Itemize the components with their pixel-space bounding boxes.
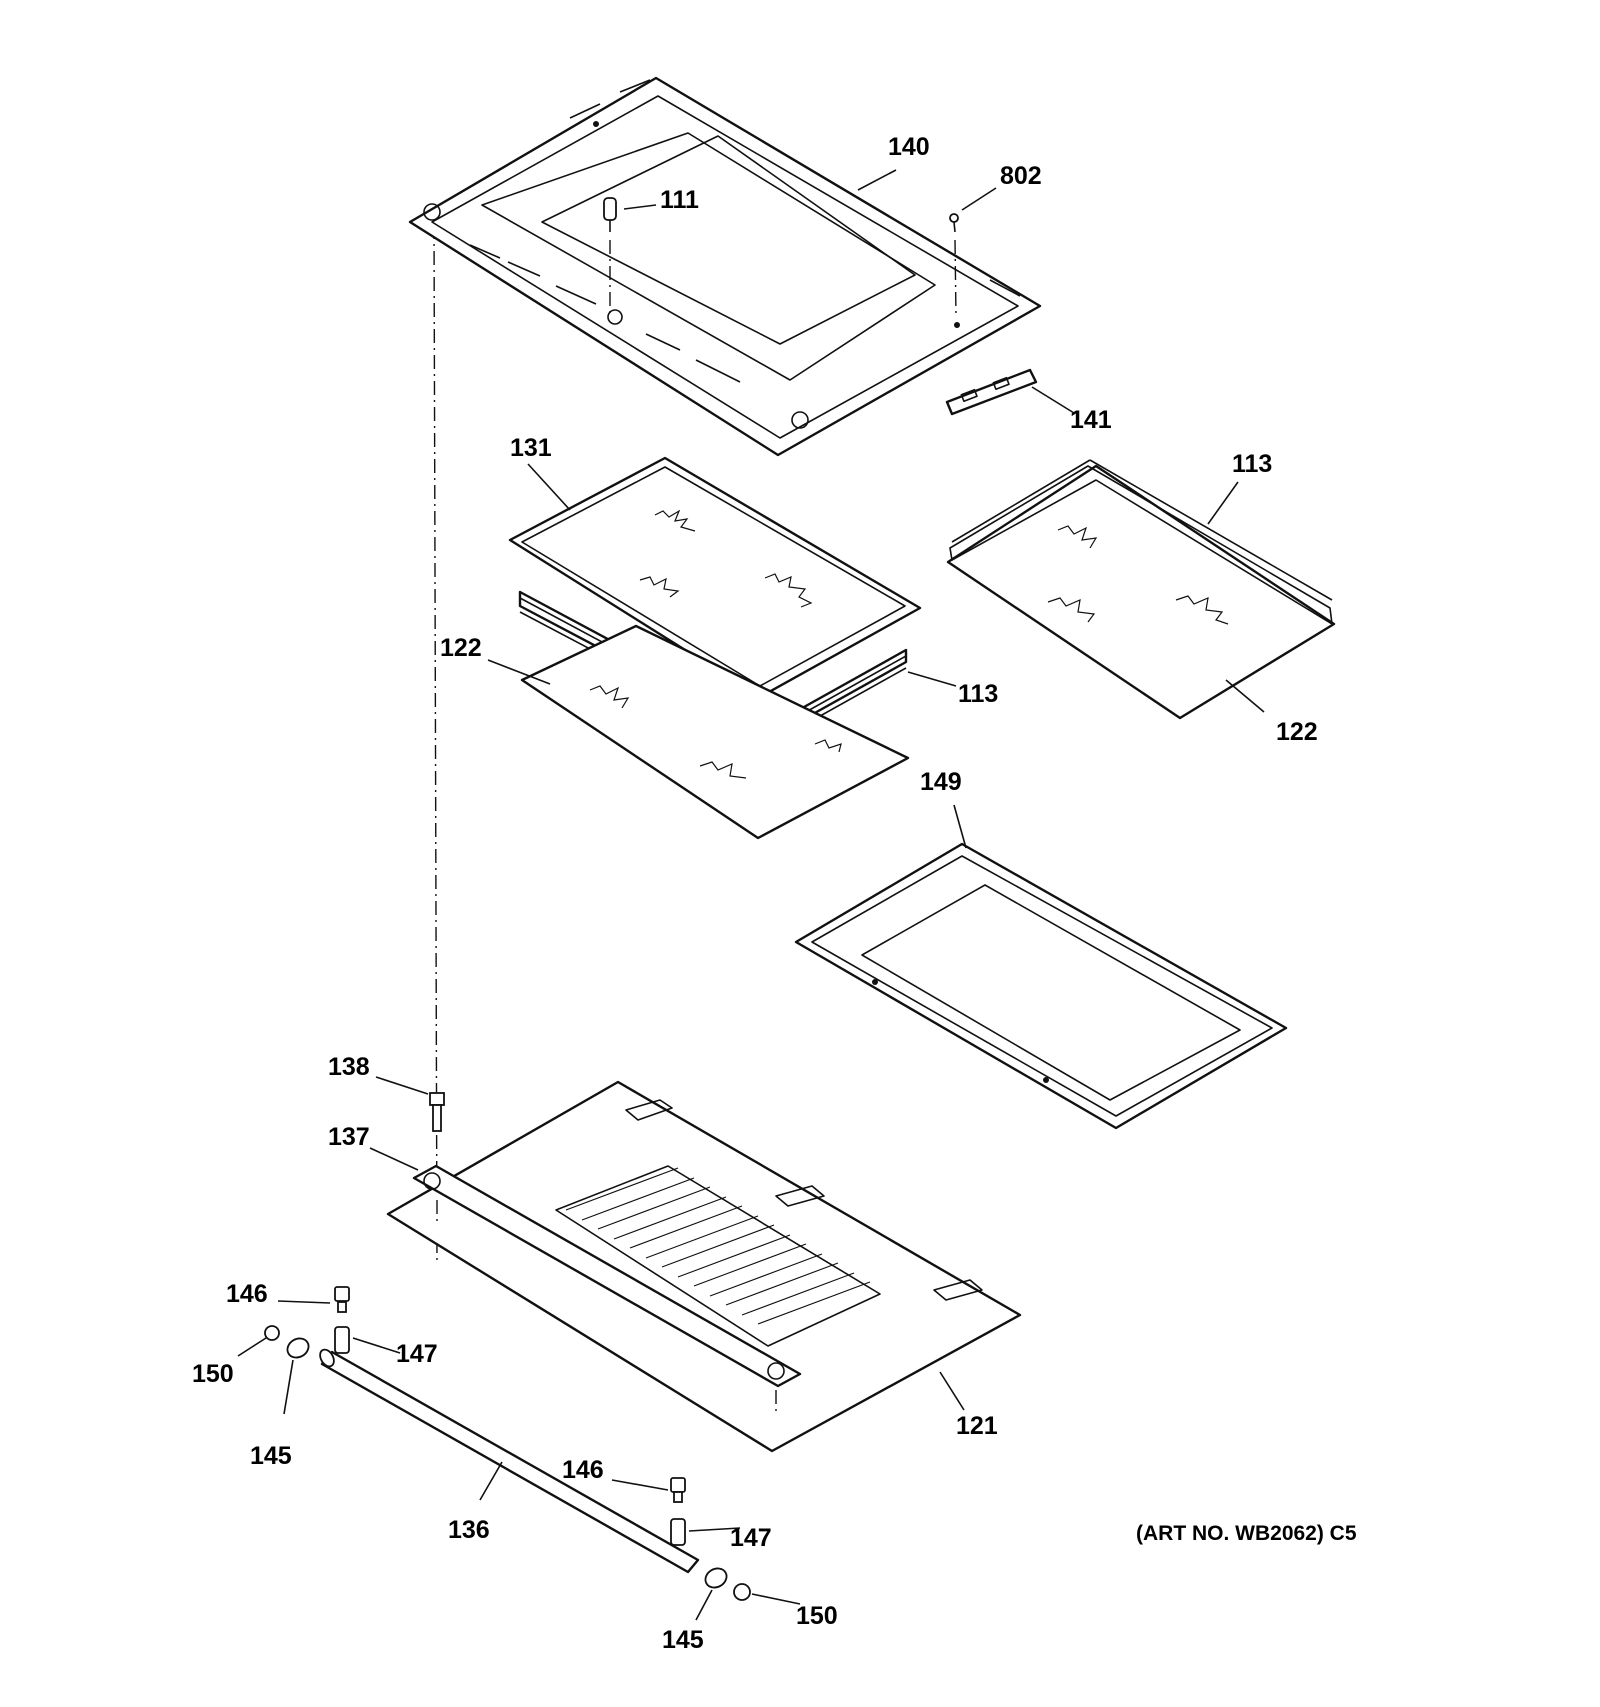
callout-136: 136 <box>448 1516 490 1544</box>
callout-131: 131 <box>510 434 552 462</box>
part-136-rod <box>319 1348 700 1574</box>
callout-113-right: 113 <box>1232 450 1272 478</box>
callout-labels: 140 802 111 141 131 113 113 122 122 149 … <box>192 133 1318 1654</box>
callout-140: 140 <box>888 133 930 161</box>
leader-lines <box>237 169 1265 1621</box>
callout-122-left: 122 <box>440 634 482 662</box>
part-137-trim-strip <box>412 1164 802 1416</box>
callout-138: 138 <box>328 1053 370 1081</box>
callout-147-left: 147 <box>396 1340 438 1368</box>
part-802-screw <box>949 213 959 319</box>
callout-122-right: 122 <box>1276 718 1318 746</box>
alignment-line <box>433 224 438 1266</box>
part-140-top-panel <box>408 76 1042 457</box>
callout-150-right: 150 <box>796 1602 838 1630</box>
callout-137: 137 <box>328 1123 370 1151</box>
rod-hardware-right <box>670 1477 751 1601</box>
callout-149: 149 <box>920 768 962 796</box>
part-111-stud <box>603 197 617 315</box>
callout-150-left: 150 <box>192 1360 234 1388</box>
callout-141: 141 <box>1070 406 1112 434</box>
callout-146-left: 146 <box>226 1280 268 1308</box>
callout-121: 121 <box>956 1412 998 1440</box>
callout-113-left: 113 <box>958 680 998 708</box>
callout-147-right: 147 <box>730 1524 772 1552</box>
callout-802: 802 <box>1000 162 1042 190</box>
art-number: (ART NO. WB2062) C5 <box>1136 1522 1357 1545</box>
callout-146-right: 146 <box>562 1456 604 1484</box>
part-121-bottom-panel <box>386 1080 1022 1453</box>
part-113-glass-right <box>946 459 1336 720</box>
part-141-bracket <box>945 368 1038 416</box>
part-122-glass-left <box>520 624 910 840</box>
part-138-standoff <box>429 1092 445 1132</box>
part-149-frame <box>794 842 1288 1130</box>
callout-111: 111 <box>660 186 699 214</box>
rod-hardware-left <box>264 1286 350 1359</box>
callout-145-right: 145 <box>662 1626 704 1654</box>
callout-145-left: 145 <box>250 1442 292 1470</box>
